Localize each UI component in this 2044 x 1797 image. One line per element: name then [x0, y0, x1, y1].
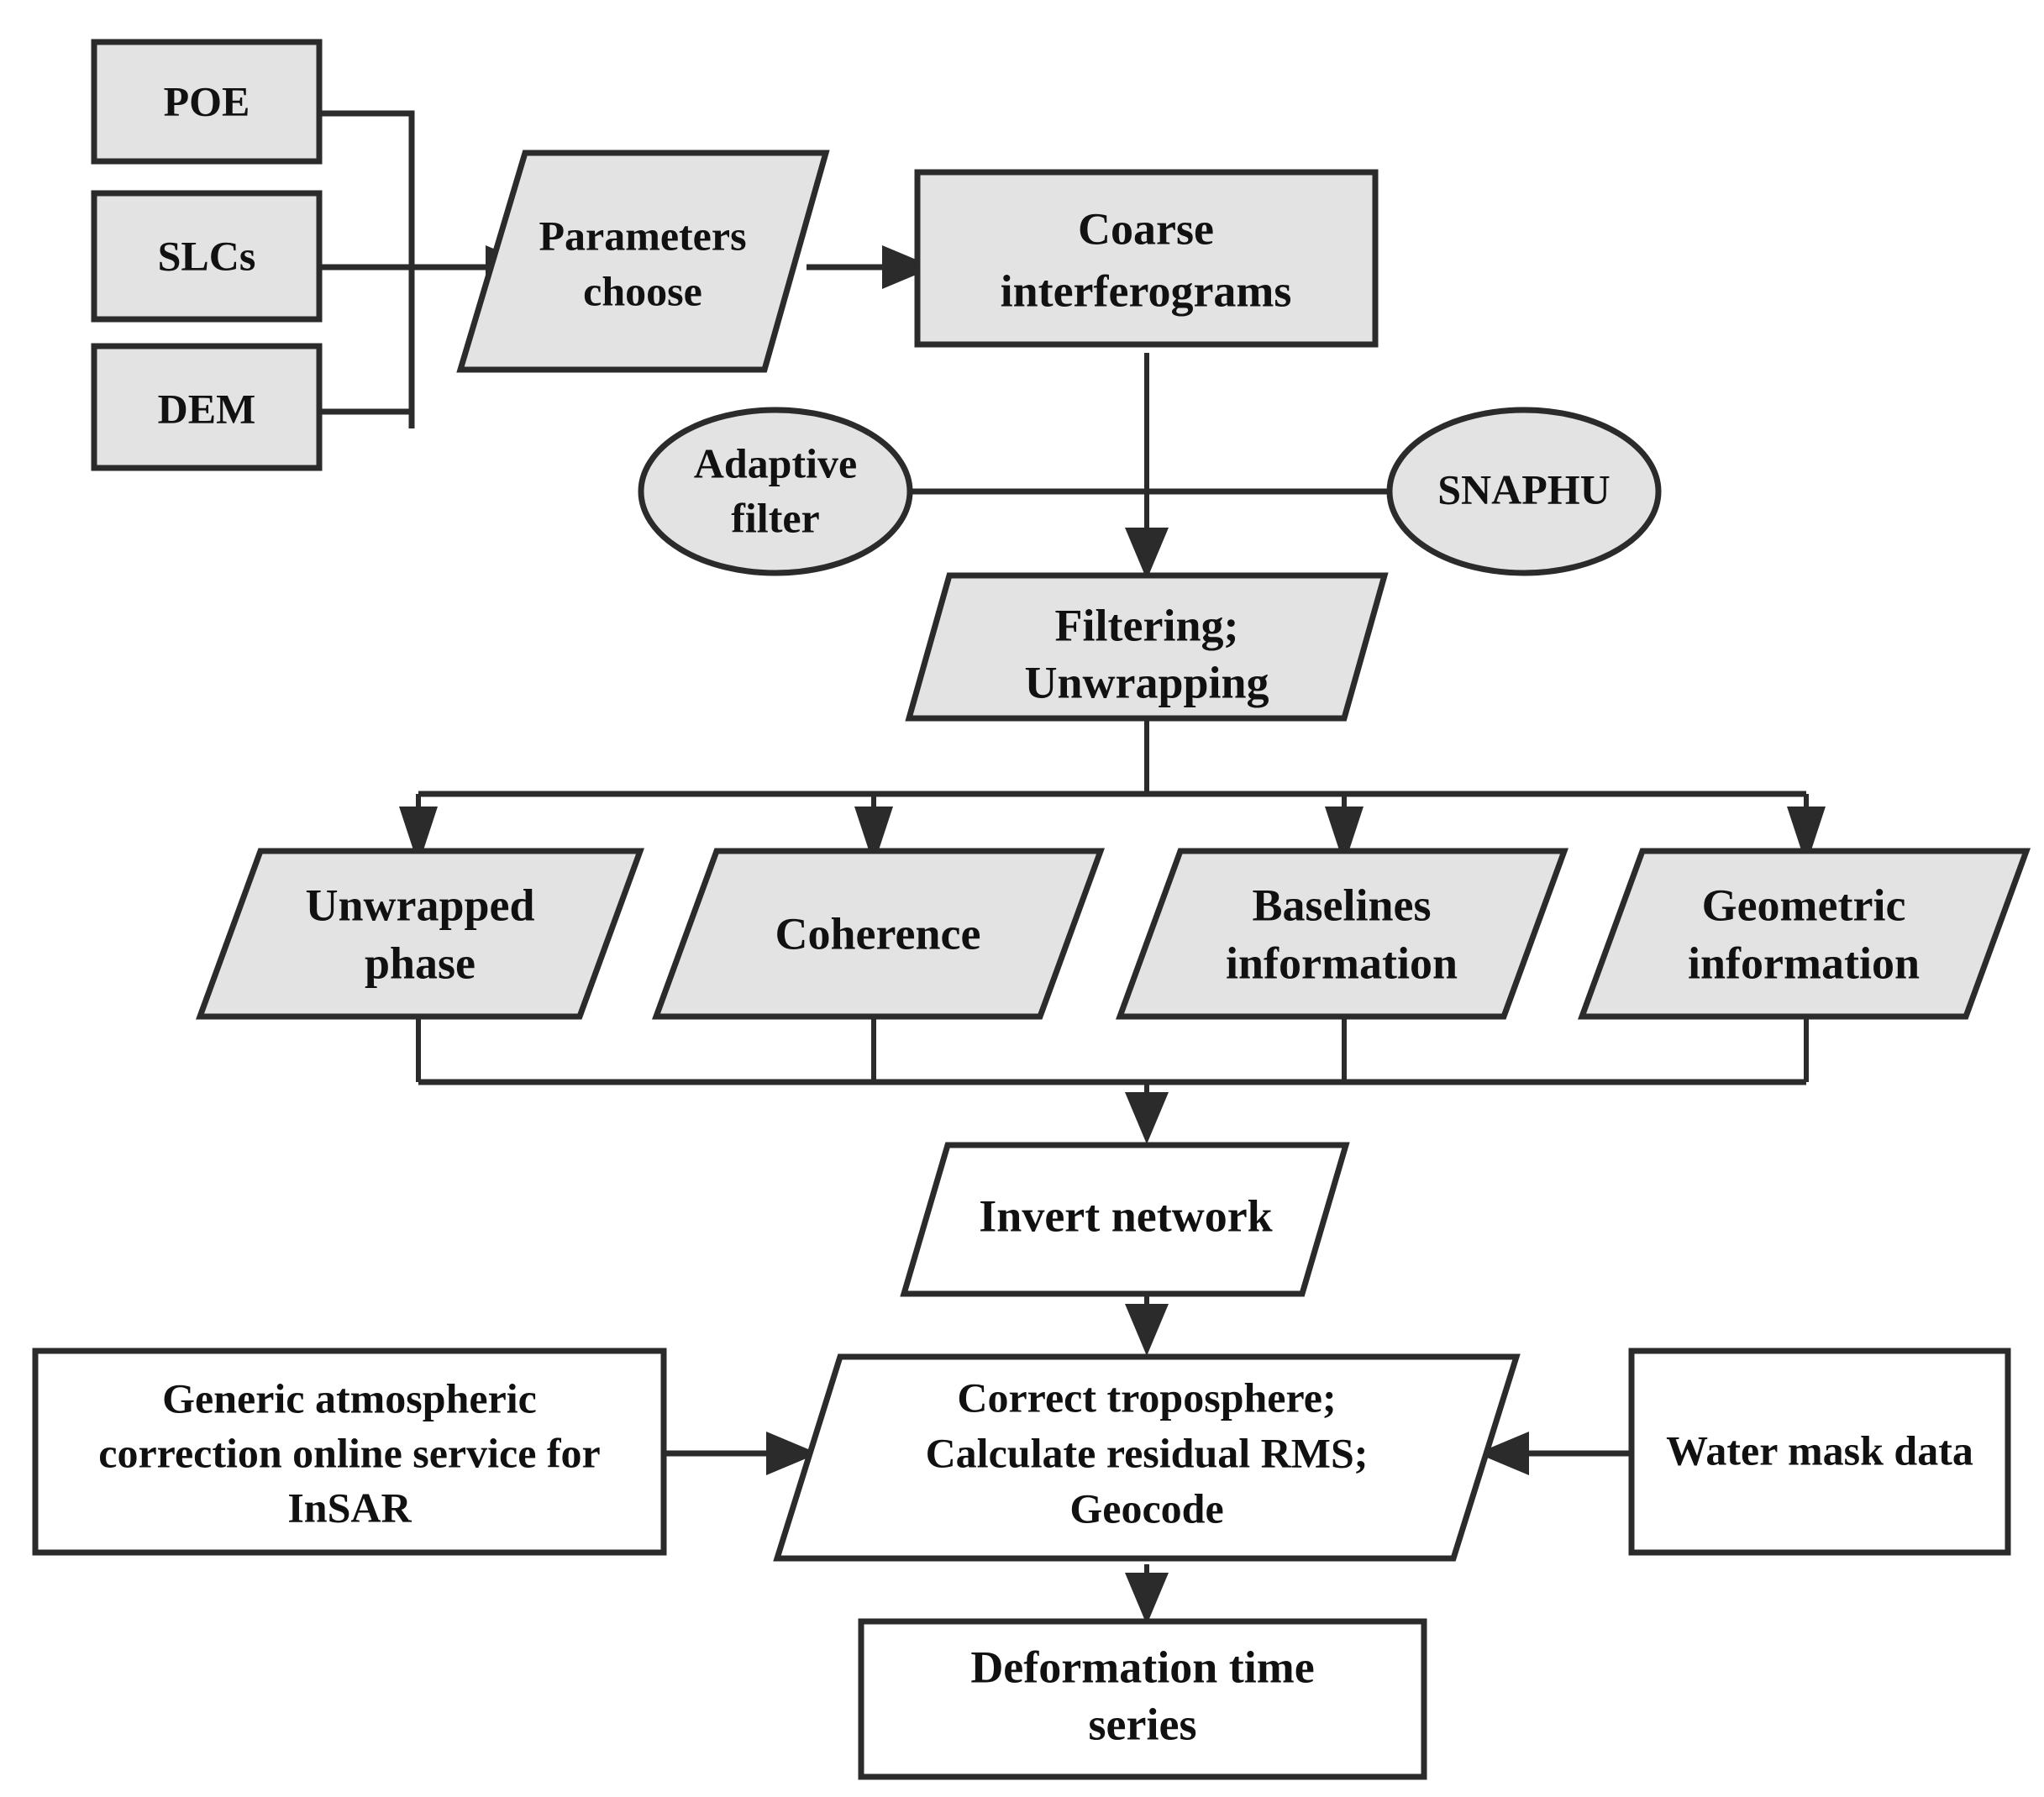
- snaphu-ellipse[interactable]: [1386, 407, 1662, 576]
- coarse-interferograms-box[interactable]: [914, 169, 1379, 348]
- node-invert-network[interactable]: Invert network: [900, 1142, 1350, 1297]
- node-coherence[interactable]: Coherence: [651, 848, 1106, 1020]
- unwrapped-phase-shape[interactable]: [195, 848, 645, 1020]
- dem-box[interactable]: [91, 343, 323, 471]
- node-gacos[interactable]: Generic atmospheric correction online se…: [32, 1348, 667, 1556]
- arrowhead-to-baselines: [1325, 807, 1364, 865]
- adaptive-filter-ellipse[interactable]: [638, 407, 913, 576]
- water-mask-data-box[interactable]: [1628, 1348, 2011, 1556]
- edge-poe-to-parameters: [319, 110, 415, 428]
- coarse-interferograms-label-line2: interferograms: [1001, 265, 1292, 316]
- invert-network-shape[interactable]: [900, 1142, 1350, 1297]
- node-parameters-choose[interactable]: Parameters choose: [456, 150, 830, 373]
- filtering-unwrapping-shape[interactable]: [905, 572, 1389, 722]
- slcs-box[interactable]: [91, 190, 323, 323]
- deformation-time-series-box[interactable]: [858, 1618, 1427, 1780]
- water-mask-data-label: Water mask data: [1666, 1427, 1973, 1474]
- arrowhead-to-unwrapped-phase: [399, 807, 438, 865]
- parameters-choose-label-line2: choose: [583, 267, 702, 314]
- parameters-choose-label-line1: Parameters: [539, 212, 746, 259]
- node-slcs[interactable]: SLCs: [91, 190, 323, 323]
- geometric-information-shape[interactable]: [1577, 848, 2031, 1020]
- gacos-box[interactable]: [32, 1348, 667, 1556]
- node-deformation-time-series[interactable]: Deformation time series: [858, 1618, 1427, 1780]
- node-geometric-information[interactable]: Geometric information: [1577, 848, 2031, 1020]
- geometric-information-label-line1: Geometric: [1702, 880, 1906, 930]
- arrowhead-to-coherence: [854, 807, 893, 865]
- node-baselines-information[interactable]: Baselines information: [1115, 848, 1569, 1020]
- connector-layer: [319, 110, 1826, 1625]
- slcs-label: SLCs: [158, 232, 256, 279]
- arrowhead-to-deformation: [1125, 1573, 1169, 1625]
- dem-label: DEM: [158, 385, 256, 432]
- node-filtering-unwrapping[interactable]: Filtering; Unwrapping: [905, 572, 1389, 722]
- gacos-label-line2: correction online service for: [98, 1429, 600, 1476]
- coherence-label: Coherence: [775, 908, 981, 959]
- node-poe[interactable]: POE: [91, 39, 323, 165]
- correct-troposphere-shape[interactable]: [773, 1353, 1521, 1562]
- correct-troposphere-label-line1: Correct troposphere;: [957, 1374, 1336, 1421]
- node-correct-troposphere[interactable]: Correct troposphere; Calculate residual …: [773, 1353, 1521, 1562]
- snaphu-label: SNAPHU: [1437, 465, 1611, 512]
- deformation-time-series-label-line1: Deformation time: [970, 1642, 1314, 1692]
- gacos-label-line1: Generic atmospheric: [162, 1374, 537, 1421]
- arrowhead-coarse-to-filtering: [1125, 528, 1169, 580]
- baselines-information-label-line2: information: [1226, 938, 1458, 988]
- correct-troposphere-label-line3: Geocode: [1069, 1484, 1223, 1532]
- deformation-time-series-label-line2: series: [1089, 1699, 1197, 1749]
- coherence-shape[interactable]: [651, 848, 1106, 1020]
- geometric-information-label-line2: information: [1688, 938, 1920, 988]
- baselines-information-label-line1: Baselines: [1252, 880, 1431, 930]
- node-water-mask-data[interactable]: Water mask data: [1628, 1348, 2011, 1556]
- node-unwrapped-phase[interactable]: Unwrapped phase: [195, 848, 645, 1020]
- node-adaptive-filter[interactable]: Adaptive filter: [638, 407, 913, 576]
- arrowhead-to-correct-troposphere: [1125, 1304, 1169, 1356]
- gacos-label-line3: InSAR: [287, 1484, 412, 1531]
- arrowhead-parameters-to-coarse: [882, 245, 934, 289]
- invert-network-label: Invert network: [979, 1190, 1272, 1241]
- unwrapped-phase-label-line2: phase: [365, 938, 476, 988]
- node-snaphu[interactable]: SNAPHU: [1386, 407, 1662, 576]
- poe-box[interactable]: [91, 39, 323, 165]
- arrowhead-to-invert-network: [1125, 1092, 1169, 1144]
- arrowhead-watermask-to-correct: [1477, 1432, 1529, 1475]
- arrowhead-to-geometric: [1787, 807, 1826, 865]
- filtering-unwrapping-label-line2: Unwrapping: [1024, 657, 1269, 707]
- filtering-unwrapping-label-line1: Filtering;: [1055, 600, 1239, 650]
- coarse-interferograms-label-line1: Coarse: [1078, 203, 1214, 254]
- adaptive-filter-label-line1: Adaptive: [694, 439, 857, 486]
- correct-troposphere-label-line2: Calculate residual RMS;: [926, 1429, 1369, 1476]
- arrowhead-gacos-to-correct: [766, 1432, 818, 1475]
- poe-label: POE: [164, 77, 250, 124]
- unwrapped-phase-label-line1: Unwrapped: [305, 880, 534, 930]
- node-dem[interactable]: DEM: [91, 343, 323, 471]
- node-coarse-interferograms[interactable]: Coarse interferograms: [914, 169, 1379, 348]
- adaptive-filter-label-line2: filter: [731, 494, 819, 541]
- parameters-choose-shape[interactable]: [456, 150, 830, 373]
- edge-dem-to-parameters: [319, 277, 415, 415]
- baselines-information-shape[interactable]: [1115, 848, 1569, 1020]
